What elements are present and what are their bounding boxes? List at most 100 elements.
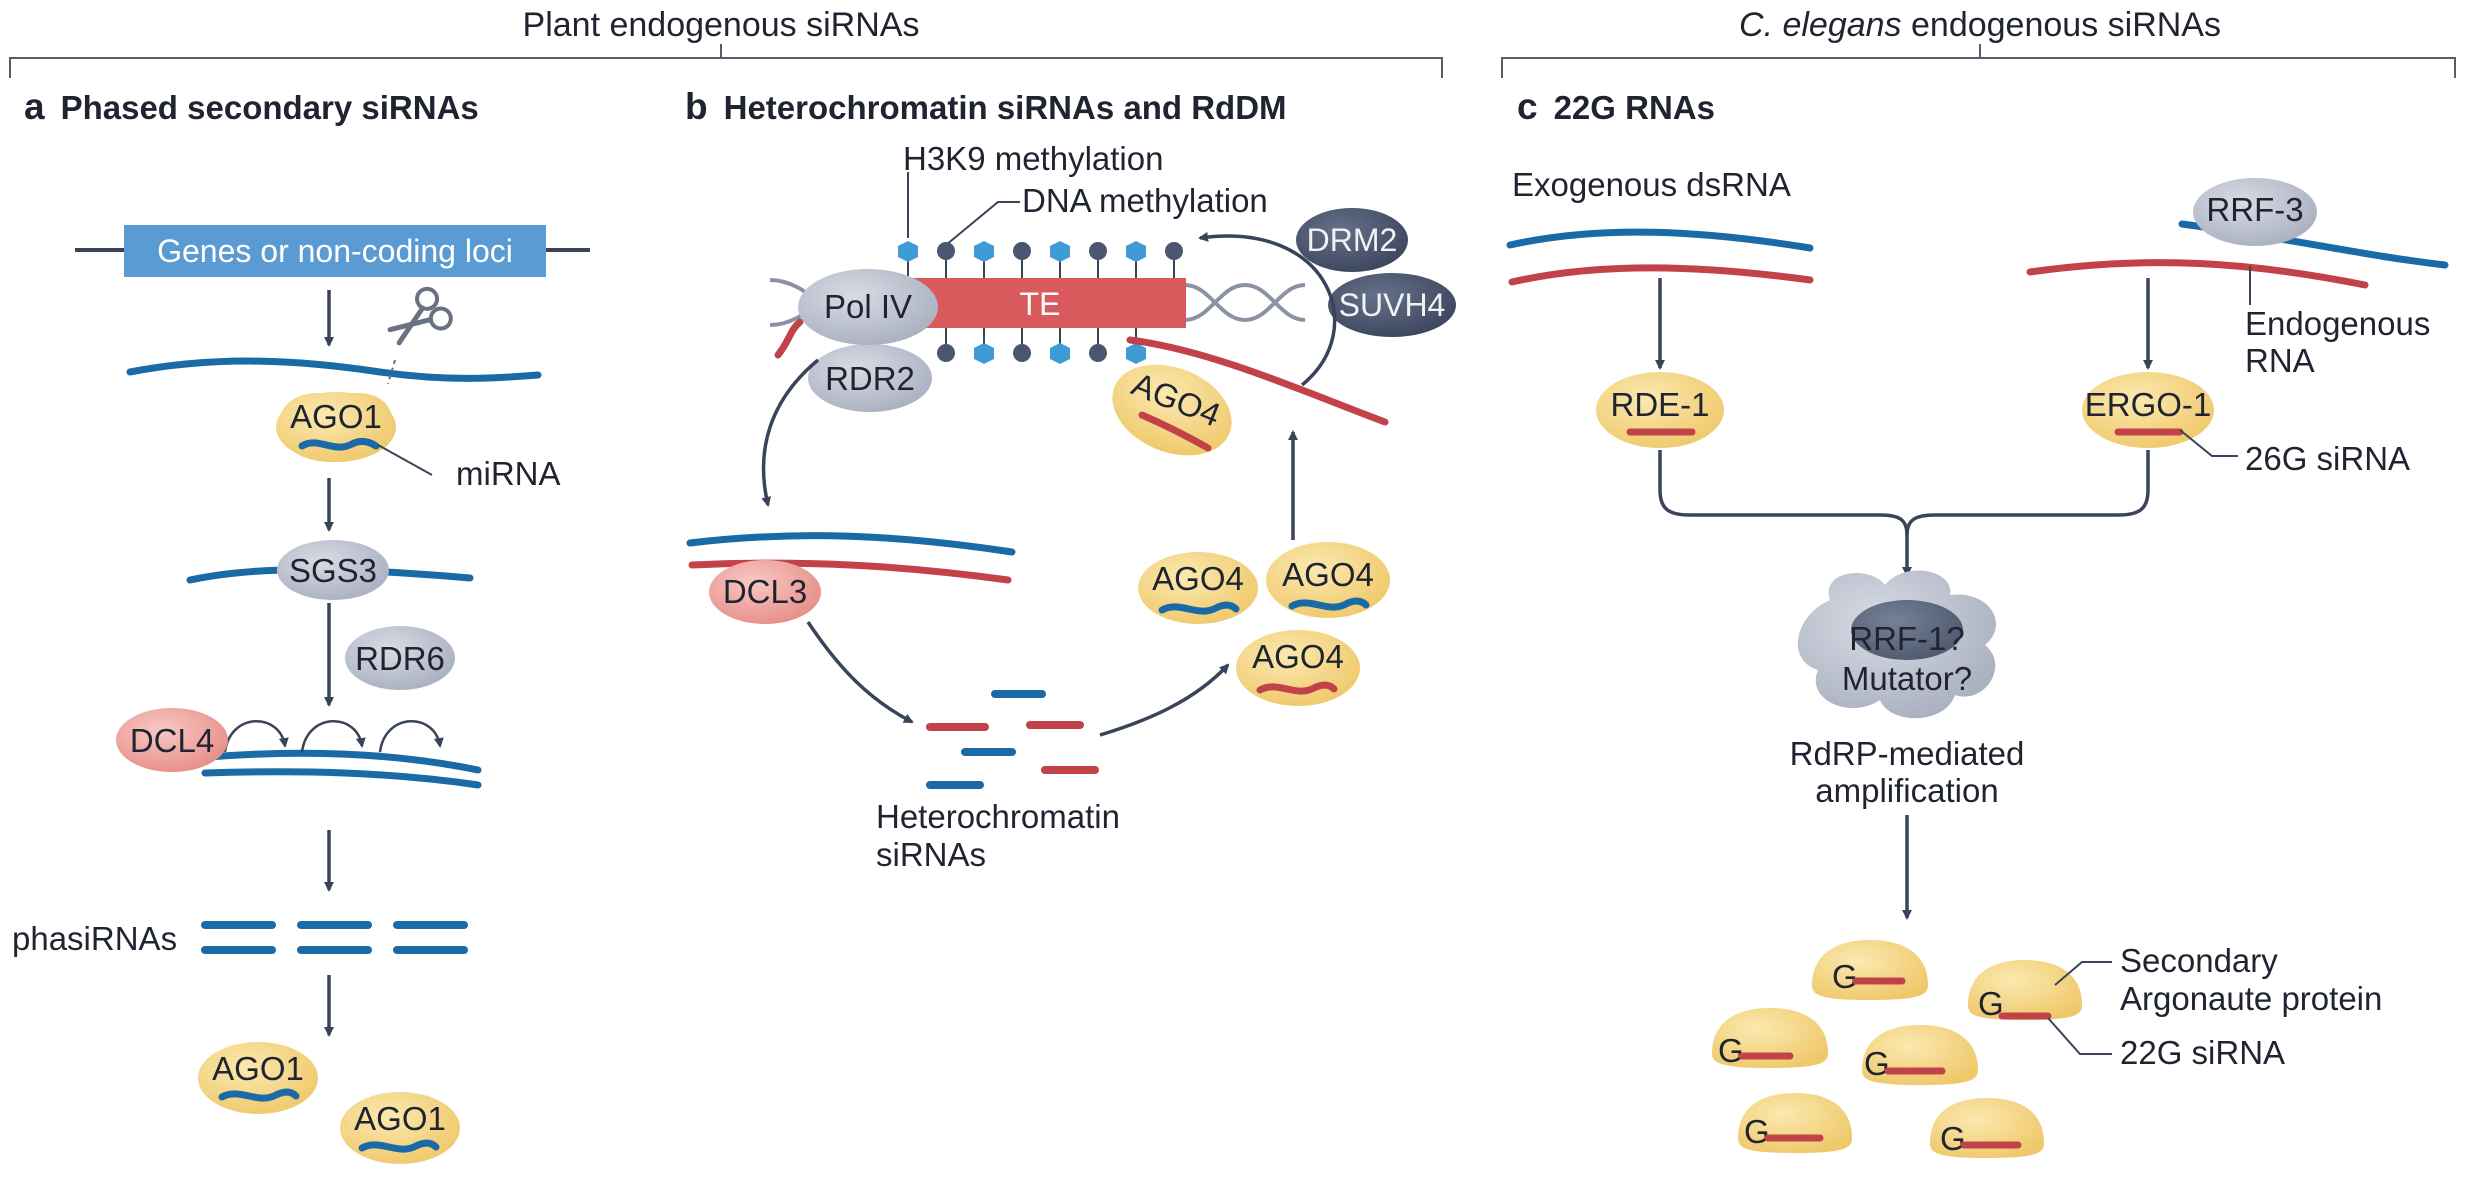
- panel-b-title: Heterochromatin siRNAs and RdDM: [724, 89, 1287, 126]
- dna-methylation-label: DNA methylation: [1022, 182, 1268, 219]
- header-plant-label: Plant endogenous siRNAs: [523, 6, 920, 44]
- panel-c-title: 22G RNAs: [1554, 89, 1715, 126]
- rdr6-label: RDR6: [355, 640, 445, 677]
- dcl3-label: DCL3: [723, 573, 807, 610]
- methylation-marks-bottom: [937, 328, 1146, 364]
- phasirna-duplexes: [201, 921, 468, 954]
- rdrp-label-line1: RdRP-mediated: [1790, 735, 2025, 772]
- g-label-4: G: [1864, 1045, 1890, 1082]
- panel-b-letter: b: [685, 86, 708, 127]
- target-transcript: [126, 357, 542, 382]
- phasirnas-label: phasiRNAs: [12, 920, 177, 957]
- dicing-arrow-2: [300, 720, 366, 753]
- panel-a: a Phased secondary siRNAs Genes or non-co…: [12, 86, 590, 1164]
- rrf3-protein: [2193, 178, 2317, 246]
- exo-dsrna-top: [1506, 228, 1814, 252]
- sgs3-protein: [277, 540, 389, 600]
- panel-b-heading: b Heterochromatin siRNAs and RdDM: [685, 86, 1287, 127]
- dcl3-dsrna-bottom: [688, 559, 1012, 584]
- dcl3-protein: [709, 560, 821, 624]
- mirna-label: miRNA: [456, 455, 561, 492]
- panel-a-heading: a Phased secondary siRNAs: [24, 86, 479, 127]
- panel-a-letter: a: [24, 86, 45, 127]
- header-celegans-label: C. elegans endogenous siRNAs: [1739, 6, 2221, 44]
- arrow-b3: [1099, 663, 1230, 737]
- panel-c-letter: c: [1517, 86, 1538, 127]
- secondary-label-line2: Argonaute protein: [2120, 980, 2382, 1017]
- dsrna-strand-bottom: [201, 768, 482, 789]
- rdrp-label-line2: amplification: [1815, 772, 1998, 809]
- dcl3-dsrna-top: [686, 532, 1016, 556]
- panel-c: c 22G RNAs Exogenous dsRNA RRF-3 Endogeno…: [1506, 86, 2449, 1158]
- rdr6-protein: [345, 626, 455, 690]
- rrf1-protein: [1851, 600, 1963, 660]
- sirna-26g-label: 26G siRNA: [2245, 440, 2410, 477]
- ago1-bottom-right-label: AGO1: [354, 1100, 446, 1137]
- endogenous-rna-label-line2: RNA: [2245, 342, 2315, 379]
- methylation-marks-top: [898, 241, 1183, 278]
- rrf3-label: RRF-3: [2206, 191, 2303, 228]
- sgs3-label: SGS3: [289, 552, 377, 589]
- rde1-label: RDE-1: [1610, 386, 1709, 423]
- pol4-transcript: [774, 318, 804, 359]
- panel-c-heading: c 22G RNAs: [1517, 86, 1715, 127]
- panel-b: b Heterochromatin siRNAs and RdDM H3K9 me…: [685, 86, 1456, 873]
- scaffold-transcript: [1126, 336, 1389, 426]
- ago4-a-label: AGO4: [1152, 560, 1244, 597]
- pol4-protein: [798, 269, 938, 345]
- ago1-bottom-left-label: AGO1: [212, 1050, 304, 1087]
- merge-line-right: [1905, 450, 2150, 536]
- dicing-arrow-3: [378, 720, 444, 753]
- exogenous-dsrna-label: Exogenous dsRNA: [1512, 166, 1791, 203]
- secondary-label-line1: Secondary: [2120, 942, 2278, 979]
- rdr2-label: RDR2: [825, 360, 915, 397]
- g-label-3: G: [1718, 1032, 1744, 1069]
- suvh4-label: SUVH4: [1339, 287, 1446, 323]
- panel-a-title: Phased secondary siRNAs: [61, 89, 479, 126]
- exo-dsrna-bottom: [1508, 264, 1814, 286]
- gene-box-label: Genes or non-coding loci: [157, 233, 513, 269]
- rrf1-label: RRF-1?: [1849, 620, 1965, 657]
- scissors-icon: [387, 286, 453, 346]
- drm2-label: DRM2: [1307, 222, 1398, 258]
- rdr2-protein: [808, 344, 932, 412]
- endogenous-rna-label-line1: Endogenous: [2245, 305, 2430, 342]
- arrow-b2: [806, 621, 914, 724]
- sirna-22g-label: 22G siRNA: [2120, 1034, 2285, 1071]
- header-plant: Plant endogenous siRNAs: [9, 6, 1443, 78]
- merge-line-left: [1658, 450, 1909, 536]
- ago4-bound-protein: [1112, 364, 1232, 456]
- g-label-5: G: [1744, 1113, 1770, 1150]
- ergo1-label: ERGO-1: [2085, 386, 2212, 423]
- dcl4-protein: [116, 708, 228, 772]
- gene-box: [124, 225, 546, 277]
- recruitment-arrow: [1198, 231, 1337, 387]
- heterochromatin-label-line1: Heterochromatin: [876, 798, 1120, 835]
- ago1-top-label: AGO1: [290, 398, 382, 435]
- secondary-argonautes: G G G G G G: [1712, 940, 2082, 1158]
- header-celegans: C. elegans endogenous siRNAs: [1501, 6, 2456, 78]
- dsrna-strand-top: [204, 749, 482, 774]
- h3k9-label: H3K9 methylation: [903, 140, 1163, 177]
- pol4-label: Pol IV: [824, 288, 912, 325]
- ago4-c-label: AGO4: [1252, 638, 1344, 675]
- mutator-label: Mutator?: [1842, 660, 1972, 697]
- header-celegans-species: C. elegans: [1739, 6, 1902, 44]
- suvh4-protein: [1328, 273, 1456, 337]
- dcl4-label: DCL4: [130, 722, 214, 759]
- header-celegans-rest: endogenous siRNAs: [1902, 6, 2221, 44]
- heterochromatin-sirna-fragments: [926, 690, 1099, 789]
- drm2-protein: [1296, 208, 1408, 272]
- dicing-arrow-1: [223, 720, 289, 753]
- arrow-b1: [761, 358, 820, 507]
- ago4-b-label: AGO4: [1282, 556, 1374, 593]
- mirna-strand: [298, 437, 380, 451]
- endogenous-rna: [2026, 259, 2369, 289]
- dna-helix-right: [1184, 282, 1306, 323]
- te-label: TE: [1020, 286, 1061, 322]
- g-label-1: G: [1832, 958, 1858, 995]
- g-label-6: G: [1940, 1120, 1966, 1157]
- heterochromatin-label-line2: siRNAs: [876, 836, 986, 873]
